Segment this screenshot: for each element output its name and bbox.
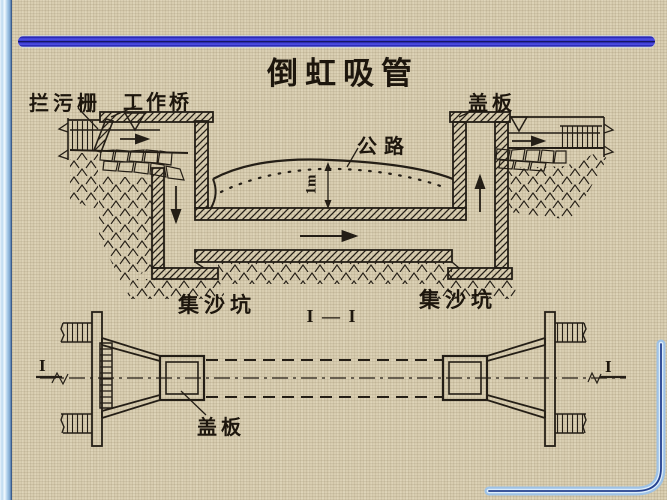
water-level-icon — [509, 116, 529, 133]
intake-shaft — [151, 120, 219, 280]
left-edge-decoration-bar — [0, 0, 12, 500]
intake-masonry — [99, 149, 185, 181]
label-sand-pit-right: 集沙坑 — [419, 288, 497, 312]
leader-line — [180, 390, 207, 416]
break-mark-icon — [603, 123, 615, 156]
label-sand-pit-left: 集沙坑 — [178, 293, 256, 317]
outlet-shaft — [447, 109, 513, 280]
water-level-icon — [123, 112, 147, 132]
break-mark-icon — [57, 122, 69, 160]
label-cover-plate-top: 盖板 — [468, 93, 516, 115]
leader-line — [77, 107, 99, 130]
headwall — [544, 311, 556, 447]
leader-line — [346, 147, 359, 168]
label-section-title: I — I — [306, 306, 358, 326]
leader-line — [458, 109, 475, 118]
break-mark-icon — [51, 371, 69, 386]
plan-inlet-transition — [36, 311, 207, 447]
road-embankment — [210, 147, 454, 209]
dimension-1m — [324, 162, 332, 209]
work-bridge — [99, 105, 214, 123]
top-horizontal-rule — [18, 36, 655, 47]
cover-plate-box — [158, 354, 206, 402]
label-section-mark-left: I — [39, 356, 46, 375]
label-work-bridge: 工作桥 — [123, 92, 192, 114]
label-cover-plate-plan: 盖板 — [197, 417, 245, 439]
break-mark-icon — [587, 371, 602, 385]
bottom-right-frame — [484, 339, 666, 496]
plan-view — [36, 311, 626, 447]
label-section-mark-right: I — [605, 357, 612, 376]
label-depth-dimension: 1m — [303, 174, 320, 195]
buried-pipe-dashed — [206, 359, 442, 398]
label-road: 公路 — [357, 136, 411, 158]
plan-outlet-transition — [441, 311, 626, 447]
ground-hatching — [70, 151, 607, 299]
leader-line — [110, 105, 137, 118]
page-title: 倒虹吸管 — [267, 56, 419, 91]
buried-pipe — [194, 207, 467, 263]
trash-rack-plan — [99, 342, 113, 409]
cover-plate-box — [441, 354, 489, 402]
label-trash-rack: 拦污栅 — [29, 93, 101, 115]
